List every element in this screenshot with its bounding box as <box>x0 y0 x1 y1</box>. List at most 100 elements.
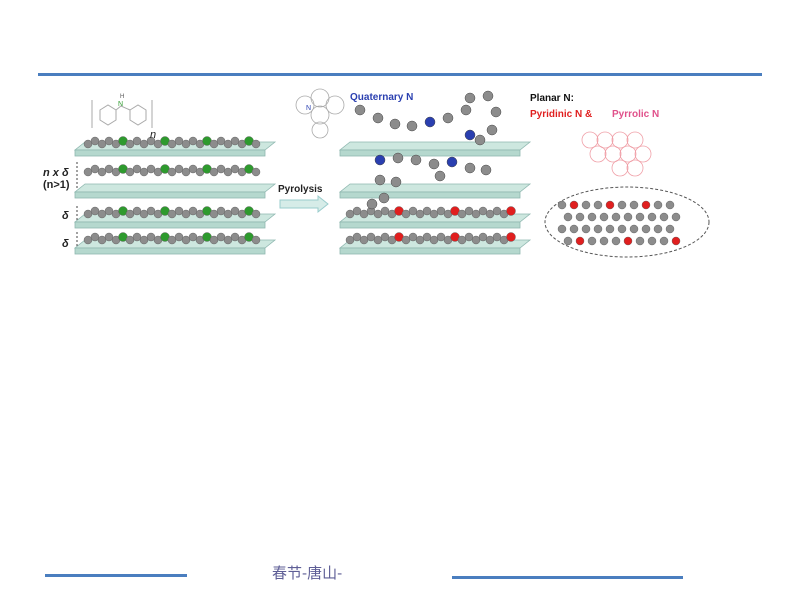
carbon-atom <box>460 104 472 116</box>
carbon-atom <box>671 212 681 222</box>
carbon-atom <box>659 212 669 222</box>
carbon-atom <box>581 200 591 210</box>
carbon-atom <box>429 209 439 219</box>
carbon-atom <box>617 200 627 210</box>
nitrogen-atom <box>506 232 516 242</box>
carbon-atom <box>216 206 226 216</box>
carbon-atom <box>372 112 384 124</box>
carbon-atom <box>617 224 627 234</box>
slab-edge <box>339 221 521 229</box>
carbon-atom <box>373 235 383 245</box>
pyridinic-n-label: Pyridinic N & <box>530 109 592 120</box>
pyrrolic-n-label: Pyrrolic N <box>612 109 659 120</box>
carbon-atom <box>653 200 663 210</box>
footer-text: 春节-唐山- <box>272 564 343 582</box>
carbon-atom <box>563 212 573 222</box>
carbon-atom <box>359 235 369 245</box>
planar-n-atom <box>569 200 579 210</box>
carbon-atom <box>389 118 401 130</box>
planar-n-atom <box>623 236 633 246</box>
planar-structure <box>581 131 652 177</box>
carbon-atom <box>485 235 495 245</box>
quaternary-structure <box>295 88 345 139</box>
carbon-atom <box>146 206 156 216</box>
carbon-atom <box>132 164 142 174</box>
carbon-atom <box>587 236 597 246</box>
carbon-atom <box>436 206 446 216</box>
slab-top <box>338 141 532 151</box>
carbon-atom <box>223 167 233 177</box>
carbon-atom <box>569 224 579 234</box>
carbon-atom <box>486 124 498 136</box>
carbon-atom <box>97 209 107 219</box>
carbon-atom <box>401 235 411 245</box>
carbon-atom <box>230 232 240 242</box>
carbon-atom <box>125 235 135 245</box>
carbon-atom <box>415 209 425 219</box>
carbon-atom <box>97 167 107 177</box>
carbon-atom <box>174 136 184 146</box>
carbon-atom <box>83 235 93 245</box>
carbon-atom <box>251 167 261 177</box>
carbon-atom <box>125 209 135 219</box>
carbon-atom <box>429 235 439 245</box>
carbon-atom <box>104 232 114 242</box>
carbon-atom <box>132 206 142 216</box>
quaternary-n-atom: N <box>306 105 311 112</box>
carbon-atom <box>366 198 378 210</box>
carbon-atom <box>635 236 645 246</box>
carbon-atom <box>83 139 93 149</box>
carbon-atom <box>139 167 149 177</box>
carbon-atom <box>415 235 425 245</box>
carbon-atom <box>392 152 404 164</box>
carbon-atom <box>167 139 177 149</box>
carbon-atom <box>146 232 156 242</box>
carbon-atom <box>464 206 474 216</box>
planar-n-atom <box>641 200 651 210</box>
carbon-atom <box>471 209 481 219</box>
carbon-atom <box>104 164 114 174</box>
carbon-atom <box>490 106 502 118</box>
carbon-atom <box>90 206 100 216</box>
carbon-atom <box>492 206 502 216</box>
carbon-atom <box>216 232 226 242</box>
carbon-atom <box>380 206 390 216</box>
carbon-atom <box>83 209 93 219</box>
carbon-atom <box>605 224 615 234</box>
carbon-atom <box>611 212 621 222</box>
carbon-atom <box>647 212 657 222</box>
carbon-atom <box>139 139 149 149</box>
carbon-atom <box>422 232 432 242</box>
planar-n-label: Planar N: <box>530 93 574 104</box>
carbon-atom <box>174 206 184 216</box>
carbon-atom <box>492 232 502 242</box>
carbon-atom <box>478 206 488 216</box>
carbon-atom <box>480 164 492 176</box>
carbon-atom <box>629 224 639 234</box>
quaternary-n-atom <box>374 154 386 166</box>
carbon-atom <box>174 232 184 242</box>
carbon-atom <box>575 212 585 222</box>
carbon-atom <box>139 209 149 219</box>
carbon-atom <box>90 232 100 242</box>
carbon-atom <box>581 224 591 234</box>
quaternary-n-label: Quaternary N <box>350 92 413 103</box>
carbon-atom <box>188 136 198 146</box>
slab-edge <box>74 221 266 229</box>
carbon-atom <box>188 206 198 216</box>
delta-label-2: δ <box>62 238 69 250</box>
planar-n-atom <box>605 200 615 210</box>
carbon-atom <box>146 164 156 174</box>
carbon-atom <box>623 212 633 222</box>
slab-edge <box>339 191 521 199</box>
carbon-atom <box>139 235 149 245</box>
carbon-atom <box>104 136 114 146</box>
carbon-atom <box>209 139 219 149</box>
carbon-atom <box>482 90 494 102</box>
carbon-atom <box>378 192 390 204</box>
carbon-atom <box>251 209 261 219</box>
carbon-atom <box>406 120 418 132</box>
slab-edge <box>339 247 521 255</box>
carbon-atom <box>410 154 422 166</box>
carbon-atom <box>188 232 198 242</box>
